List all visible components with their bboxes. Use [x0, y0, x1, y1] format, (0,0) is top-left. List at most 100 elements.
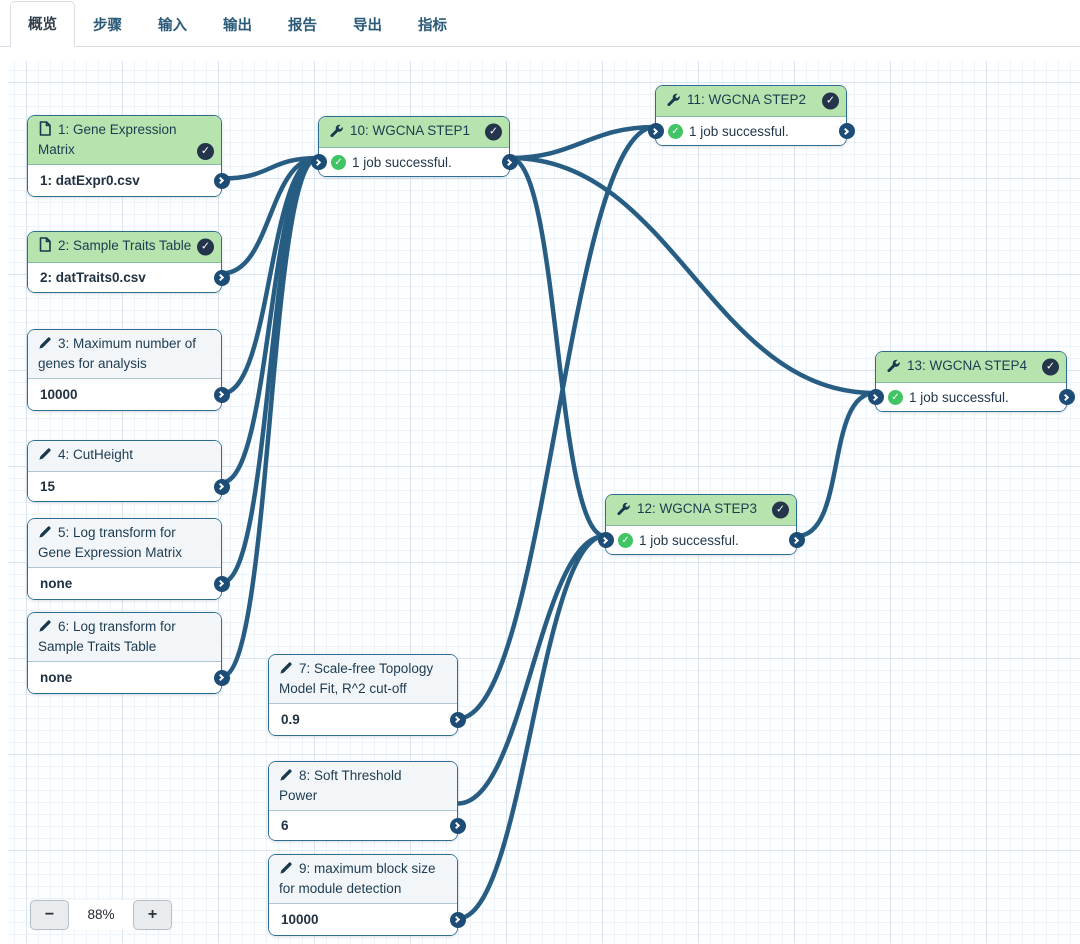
chevron-right-icon: [504, 158, 513, 166]
pencil-icon: [38, 619, 52, 638]
node-status-text: 1 job successful.: [689, 123, 789, 139]
workflow-edges: [219, 124, 878, 921]
checked-badge-icon: ✓: [822, 92, 839, 110]
tab-report[interactable]: 报告: [288, 18, 317, 34]
input-connector-node-13[interactable]: [867, 389, 884, 405]
workflow-tabbar: 概览 步骤 输入 输出 报告 导出 指标: [0, 0, 1080, 47]
output-connector-node-4[interactable]: [213, 478, 230, 495]
node-title: 8: Soft Threshold Power: [279, 768, 402, 803]
success-check-icon: ✓: [618, 532, 633, 548]
tab-metrics[interactable]: 指标: [418, 18, 447, 34]
checked-badge-icon: ✓: [1042, 358, 1059, 376]
tab-export[interactable]: 导出: [353, 18, 382, 34]
chevron-right-icon: [650, 127, 659, 135]
node-header[interactable]: 12: WGCNA STEP3 ✓: [606, 495, 796, 526]
tab-inputs[interactable]: 输入: [158, 18, 187, 34]
node-body: 1: datExpr0.csv: [28, 165, 230, 196]
node-body: 6: [269, 811, 466, 840]
output-connector-node-3[interactable]: [213, 386, 230, 403]
output-connector-node-11[interactable]: [838, 123, 855, 139]
output-connector-node-13[interactable]: [1058, 389, 1075, 405]
node-title: 5: Log transform for Gene Expression Mat…: [38, 525, 183, 560]
node-header[interactable]: 4: CutHeight: [28, 441, 221, 472]
workflow-node-2[interactable]: 2: Sample Traits Table✓ 2: datTraits0.csv: [27, 231, 230, 293]
chevron-right-icon: [841, 127, 850, 135]
node-output-value: 2: datTraits0.csv: [40, 270, 146, 285]
node-status-text: 1 job successful.: [639, 532, 739, 548]
node-header[interactable]: 7: Scale-free Topology Model Fit, R^2 cu…: [269, 655, 457, 704]
output-connector-node-7[interactable]: [449, 711, 466, 728]
node-header[interactable]: 3: Maximum number of genes for analysis: [28, 330, 221, 379]
node-body: 10000: [269, 904, 466, 935]
node-header[interactable]: 9: maximum block size for module detecti…: [269, 855, 457, 904]
node-title: 4: CutHeight: [58, 447, 134, 462]
workflow-node-12[interactable]: 12: WGCNA STEP3 ✓ ✓ 1 job successful.: [597, 494, 805, 555]
chevron-right-icon: [216, 390, 225, 399]
input-connector-node-12[interactable]: [597, 532, 614, 548]
node-header[interactable]: 13: WGCNA STEP4✓: [876, 352, 1066, 383]
node-title: 9: maximum block size for module detecti…: [279, 861, 436, 896]
output-connector-node-12[interactable]: [788, 532, 805, 548]
edge-8-to-12: [455, 533, 608, 806]
node-body: 0.9: [269, 704, 466, 735]
input-connector-node-11[interactable]: [647, 123, 664, 139]
tab-steps[interactable]: 步骤: [93, 18, 122, 34]
node-header[interactable]: 6: Log transform for Sample Traits Table: [28, 613, 221, 662]
node-output-value: none: [40, 670, 73, 685]
node-output-value: 0.9: [281, 712, 300, 727]
workflow-node-8[interactable]: 8: Soft Threshold Power 6: [268, 761, 466, 841]
workflow-node-10[interactable]: 10: WGCNA STEP1✓✓1 job successful.: [310, 116, 518, 177]
node-title: 7: Scale-free Topology Model Fit, R^2 cu…: [279, 661, 434, 696]
checked-badge-icon: ✓: [772, 501, 789, 519]
node-output-value: 1: datExpr0.csv: [40, 173, 140, 188]
chevron-right-icon: [600, 536, 609, 544]
node-header[interactable]: 5: Log transform for Gene Expression Mat…: [28, 519, 221, 568]
workflow-node-6[interactable]: 6: Log transform for Sample Traits Table…: [27, 612, 230, 694]
workflow-canvas[interactable]: − 88% + 1: Gene Expression Matrix✓1: dat…: [8, 61, 1080, 943]
pencil-icon: [38, 525, 52, 544]
output-connector-node-6[interactable]: [213, 669, 230, 686]
output-connector-node-8[interactable]: [449, 817, 466, 834]
workflow-node-11[interactable]: 11: WGCNA STEP2✓✓1 job successful.: [647, 85, 855, 146]
chevron-right-icon: [1061, 393, 1070, 401]
workflow-node-13[interactable]: 13: WGCNA STEP4✓✓1 job successful.: [867, 351, 1075, 412]
output-connector-node-9[interactable]: [449, 911, 466, 928]
chevron-right-icon: [452, 715, 461, 724]
chevron-right-icon: [216, 673, 225, 682]
zoom-in-button[interactable]: +: [133, 900, 172, 930]
edge-10-to-12: [507, 155, 608, 539]
pencil-icon: [279, 768, 293, 787]
node-header[interactable]: 8: Soft Threshold Power: [269, 762, 457, 811]
zoom-out-button[interactable]: −: [30, 900, 69, 930]
node-title: 12: WGCNA STEP3: [637, 501, 758, 516]
node-title: 2: Sample Traits Table: [58, 238, 192, 253]
node-header[interactable]: 2: Sample Traits Table✓: [28, 232, 221, 263]
output-connector-node-5[interactable]: [213, 575, 230, 592]
node-header[interactable]: 10: WGCNA STEP1✓: [319, 117, 509, 148]
tab-outputs[interactable]: 输出: [223, 18, 252, 34]
node-header[interactable]: 11: WGCNA STEP2✓: [656, 86, 846, 117]
node-output-value: 6: [281, 818, 289, 833]
workflow-node-4[interactable]: 4: CutHeight 15: [27, 440, 230, 502]
output-connector-node-1[interactable]: [213, 172, 230, 189]
wrench-icon: [329, 122, 344, 142]
tab-overview[interactable]: 概览: [10, 1, 75, 47]
success-check-icon: ✓: [331, 154, 346, 170]
edge-1-to-10: [219, 155, 321, 181]
output-connector-node-10[interactable]: [501, 154, 518, 170]
chevron-right-icon: [216, 579, 225, 588]
success-check-icon: ✓: [668, 123, 683, 139]
workflow-node-5[interactable]: 5: Log transform for Gene Expression Mat…: [27, 518, 230, 600]
node-output-value: 15: [40, 479, 56, 494]
node-header[interactable]: 1: Gene Expression Matrix✓: [28, 116, 221, 165]
pencil-icon: [279, 661, 293, 680]
workflow-node-1[interactable]: 1: Gene Expression Matrix✓ 1: datExpr0.cs…: [27, 115, 230, 197]
node-title: 6: Log transform for Sample Traits Table: [38, 619, 176, 654]
input-connector-node-10[interactable]: [310, 154, 327, 170]
workflow-node-7[interactable]: 7: Scale-free Topology Model Fit, R^2 cu…: [268, 654, 466, 736]
output-connector-node-2[interactable]: [213, 269, 230, 286]
workflow-node-9[interactable]: 9: maximum block size for module detecti…: [268, 854, 466, 936]
node-title: 1: Gene Expression Matrix: [38, 122, 177, 157]
node-body: 15: [28, 472, 230, 501]
